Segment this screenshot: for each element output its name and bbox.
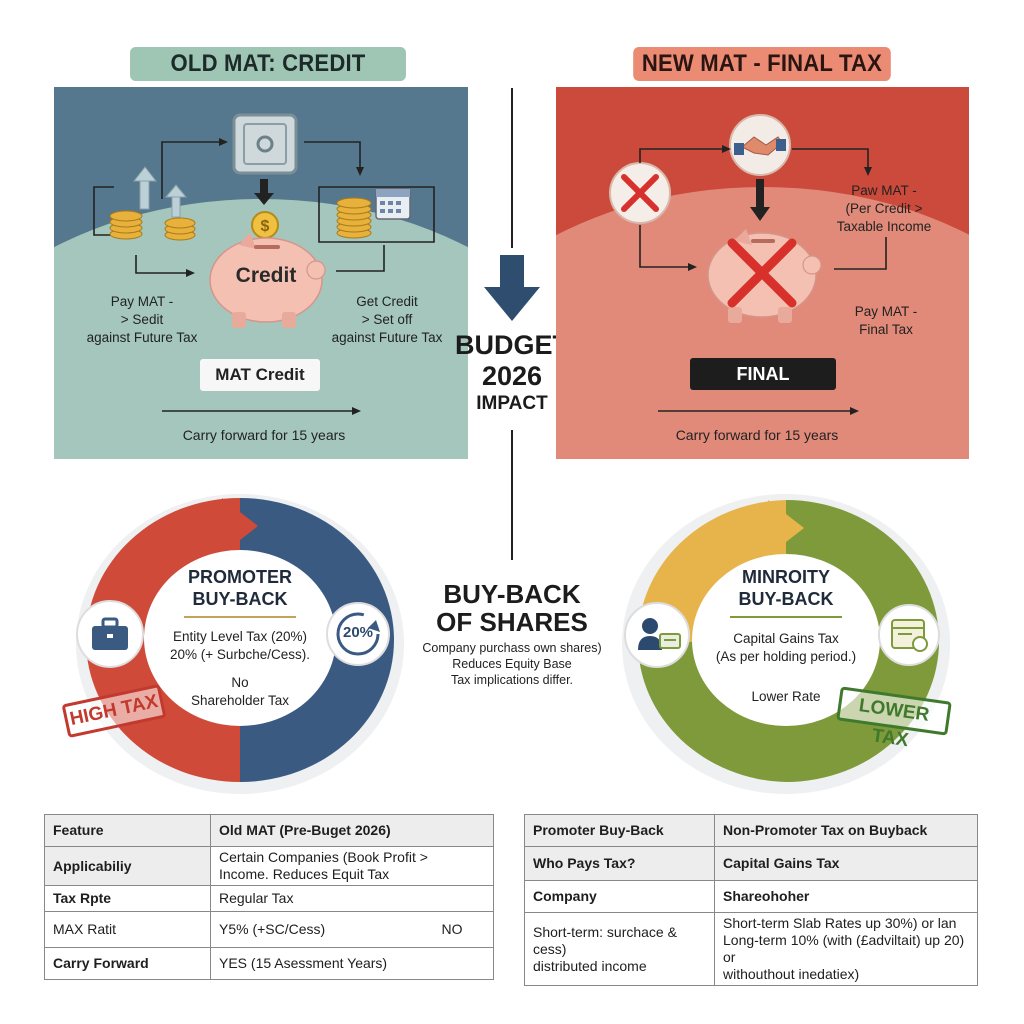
table-row: Company Shareohoher [524,880,978,913]
table-cell: Capital Gains Tax [714,846,978,881]
table-cell: Company [524,880,715,913]
table-cell: Short-term Slab Rates up 30%) or lan Lon… [714,912,978,986]
table-cell: Tax Rpte [44,885,211,912]
crossed-piggy-icon [707,229,822,323]
table-row: Tax Rpte Regular Tax [44,885,494,912]
old-left-caption: Pay MAT - > Sedit against Future Tax [86,294,198,345]
table-header-cell: Non-Promoter Tax on Buyback [714,814,978,847]
table-cell: Shareohoher [714,880,978,913]
table-row: Who Pays Tax? Capital Gains Tax [524,846,978,881]
percent-refresh-icon: 20% [326,602,390,666]
svg-text:$: $ [261,218,270,235]
new-mat-heading: NEW MAT - FINAL TAX [633,47,891,81]
old-mat-heading: OLD MAT: CREDIT SYSTEM [130,47,406,111]
table-header: Feature Old MAT (Pre-Buget 2026) [44,814,494,847]
piggy-credit-label: Credit [235,264,297,287]
buyback-block: BUY-BACK OF SHARES Company purchass own … [422,579,602,687]
table-cell: Y5% (+SC/Cess) [210,911,434,948]
coin-stack-left-icon [109,210,196,241]
table-header-cell: Old MAT (Pre-Buget 2026) [210,814,494,847]
table-cell: Who Pays Tax? [524,846,715,881]
center-divider-top [511,88,513,248]
new-carry-forward: Carry forward for 15 years [675,427,839,443]
new-mat-diagram [609,114,887,415]
dollar-coin-icon: $ [251,211,279,239]
table-row: MAX Ratit Y5% (+SC/Cess) NO [44,911,494,948]
calendar-clock-icon [878,604,940,666]
handshake-icon [729,114,791,176]
table-cell: Carry Forward [44,947,211,980]
safe-icon [232,113,298,175]
final-badge: FINAL [690,358,836,390]
new-mat-panel: Paw MAT - (Per Credit > Taxable Income P… [556,87,969,459]
calendar-icon [375,188,411,220]
investor-icon [624,602,690,668]
old-right-caption: Get Credit > Set off against Future Tax [331,294,443,345]
old-mat-panel: $ Credit Pay MAT - > Sedit against Futur… [54,87,468,459]
new-right-caption-bottom: Pay MAT - Final Tax [854,304,918,337]
table-cell: NO [433,911,494,948]
table-header-cell: Feature [44,814,211,847]
table-row: Carry Forward YES (15 Asessment Years) [44,947,494,980]
table-row: Short-term: surchace & cess) distributed… [524,912,978,986]
piggy-bank-icon [209,232,326,328]
table-cell: MAX Ratit [44,911,211,948]
up-arrows-icon [132,166,188,218]
briefcase-icon [76,600,144,668]
down-arrow-icon [484,255,540,321]
buyback-table: Promoter Buy-Back Non-Promoter Tax on Bu… [524,814,978,986]
table-cell: Short-term: surchace & cess) distributed… [524,912,715,986]
old-mat-diagram: $ [93,113,435,415]
budget-impact: BUDGET 2026 IMPACT [455,330,569,414]
center-divider-bottom [511,430,513,560]
table-cell: YES (15 Asessment Years) [210,947,494,980]
table-cell: Applicabiliy [44,846,211,886]
coin-stack-right-icon [336,197,372,239]
promoter-center: PROMOTER BUY-BACK Entity Level Tax (20%)… [170,567,310,708]
x-circle-icon [609,162,671,224]
mat-credit-badge: MAT Credit [200,359,320,391]
table-header: Promoter Buy-Back Non-Promoter Tax on Bu… [524,814,978,847]
table-row: Applicabiliy Certain Companies (Book Pro… [44,846,494,886]
new-right-caption-top: Paw MAT - (Per Credit > Taxable Income [836,183,932,234]
table-cell: Certain Companies (Book Profit > Income.… [210,846,494,886]
table-header-cell: Promoter Buy-Back [524,814,715,847]
old-mat-table: Feature Old MAT (Pre-Buget 2026) Applica… [44,814,494,980]
table-cell: Regular Tax [210,885,494,912]
old-carry-forward: Carry forward for 15 years [182,427,346,443]
minority-center: MINROITY BUY-BACK Capital Gains Tax (As … [715,567,857,704]
